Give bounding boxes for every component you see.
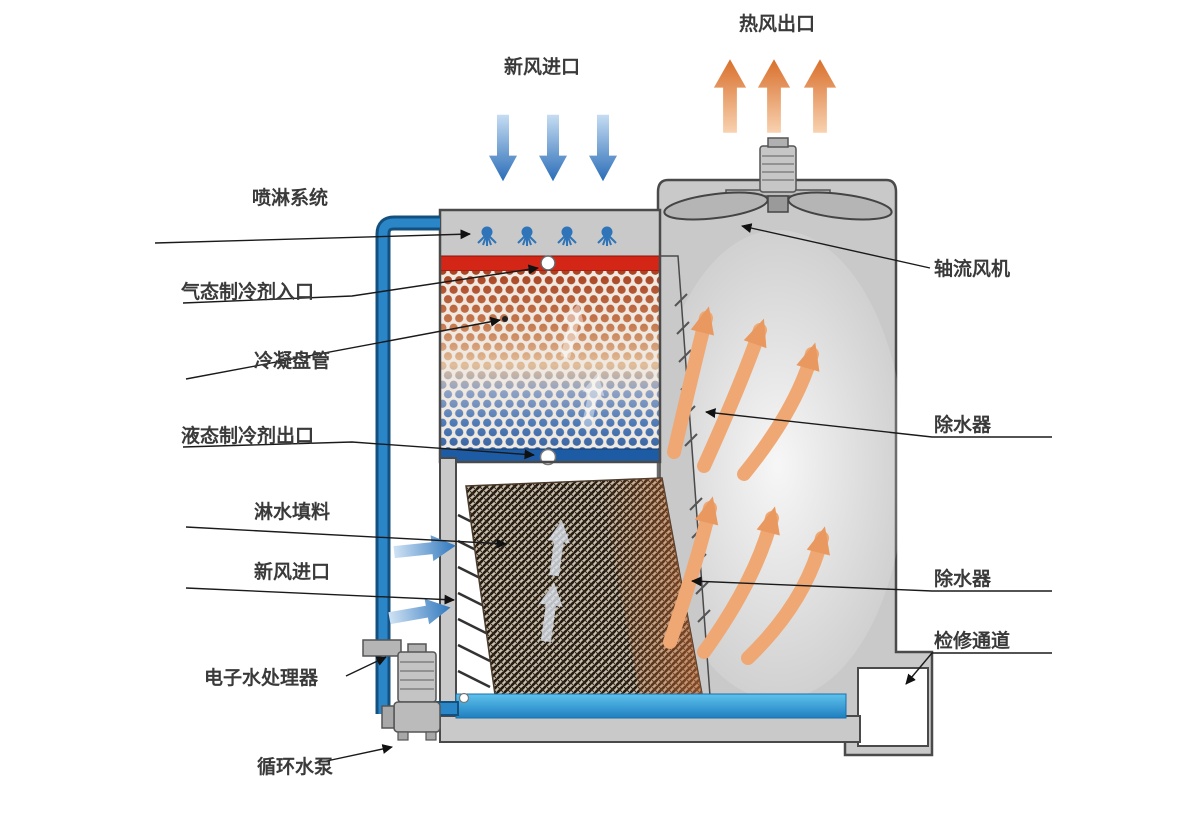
- cold-air-arrow-icon: [589, 114, 617, 182]
- leader-gas-refrigerant-inlet: [182, 264, 539, 304]
- riser-pipe: [378, 218, 440, 714]
- leader-dot: [502, 316, 508, 322]
- leader-fresh-air-inlet-side: [185, 587, 455, 605]
- electronic-water-processor: [362, 639, 402, 657]
- processor-body: [362, 639, 402, 657]
- curved-air-arrow: [663, 496, 719, 649]
- leader-circulating-pump: [321, 744, 393, 763]
- hot-air-arrow-icon: [713, 59, 747, 133]
- pump-motor: [397, 651, 437, 703]
- label-electronic-water-processor: 电子水处理器: [204, 666, 319, 689]
- basin-floor: [439, 715, 861, 743]
- labels: 热风出口 新风进口 喷淋系统 气态制冷剂入口 冷凝盘管 液态制冷剂出口 淋水填料…: [180, 12, 1010, 778]
- fan-motor-fins: [762, 155, 794, 181]
- left-wall: [439, 457, 457, 721]
- coil-box-outline: [438, 208, 662, 464]
- water-basin: [439, 692, 861, 743]
- pump-foot-right: [425, 731, 437, 741]
- fan-hub: [767, 195, 789, 213]
- spray-header: [439, 209, 661, 259]
- axial-fan-assembly: [663, 137, 893, 221]
- basin-water: [455, 693, 847, 719]
- leader-axial-fan: [741, 223, 931, 269]
- label-gas-refrigerant-inlet: 气态制冷剂入口: [180, 280, 314, 303]
- label-liquid-refrigerant-outlet: 液态制冷剂出口: [181, 424, 314, 447]
- circulating-pump: [381, 643, 441, 741]
- label-circulating-pump: 循环水泵: [257, 755, 333, 778]
- pump-flange-left: [381, 705, 395, 729]
- label-condensing-coil: 冷凝盘管: [254, 349, 330, 372]
- curved-air-arrow: [697, 506, 780, 659]
- label-fresh-air-inlet-side: 新风进口: [254, 560, 330, 583]
- curved-air-arrow: [741, 526, 830, 665]
- fan-motor-cap: [767, 137, 789, 148]
- leader-service-access: [905, 652, 1052, 685]
- cold-air-arrow-icon: [539, 114, 567, 182]
- pump-housing: [393, 701, 441, 733]
- fan-motor: [759, 145, 797, 193]
- internal-air-arrows-lower: [663, 496, 830, 665]
- curved-air-arrow: [697, 318, 767, 473]
- curved-air-arrow: [667, 306, 715, 459]
- label-hot-air-outlet: 热风出口: [739, 12, 815, 35]
- internal-air-arrows-upper: [667, 306, 820, 481]
- pump-foot-left: [397, 731, 409, 741]
- fill-section: [439, 457, 703, 721]
- hot-air-arrow-icon: [803, 59, 837, 133]
- hot-air-outlet-arrows: [713, 59, 837, 133]
- fresh-air-inlet-arrows-top: [489, 114, 617, 182]
- leader-water-processor: [345, 656, 387, 677]
- hot-air-arrow-icon: [757, 59, 791, 133]
- leader-fill-material: [185, 526, 507, 549]
- condensing-coil-tubes: [441, 271, 659, 451]
- leader-condensing-coil: [185, 316, 501, 380]
- leader-drift-eliminator-lower: [691, 576, 1052, 592]
- label-service-access: 检修通道: [934, 629, 1010, 652]
- label-spray-system: 喷淋系统: [252, 186, 328, 209]
- cold-air-arrow-icon: [489, 114, 517, 182]
- curved-air-arrow: [737, 342, 820, 481]
- leader-spray-system: [154, 229, 471, 244]
- coil-section: [438, 208, 662, 466]
- leader-liquid-refrigerant-outlet: [182, 441, 535, 460]
- leader-drift-eliminator-upper: [705, 408, 1052, 438]
- label-fill-material: 淋水填料: [254, 500, 330, 523]
- label-axial-fan: 轴流风机: [934, 257, 1010, 280]
- label-drift-eliminator-upper: 除水器: [934, 413, 992, 436]
- float-ball: [458, 692, 470, 704]
- leader-lines: [154, 223, 1052, 763]
- service-access-opening: [857, 667, 929, 747]
- gas-inlet-port: [540, 255, 556, 271]
- label-fresh-air-inlet-top: 新风进口: [504, 55, 580, 78]
- label-drift-eliminator-lower: 除水器: [934, 567, 992, 590]
- pump-motor-fins: [400, 661, 434, 690]
